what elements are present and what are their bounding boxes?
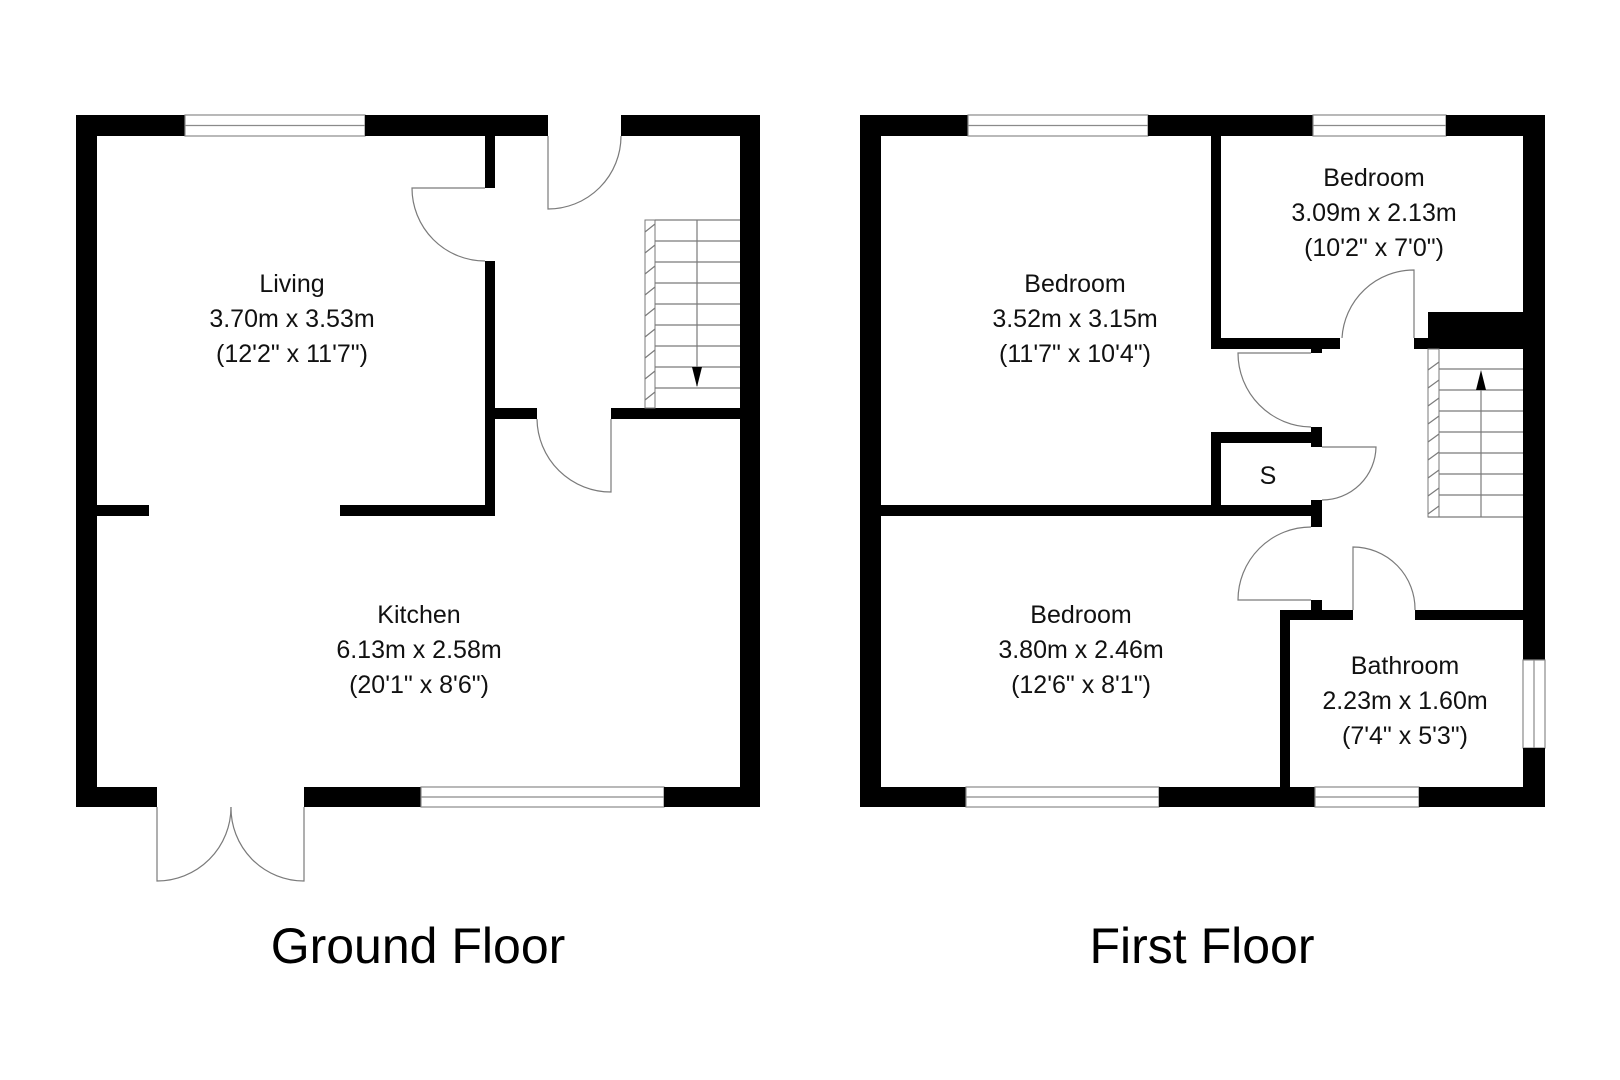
ff-bathroom-top-wall-left [1280,610,1353,620]
ff-wall-bottom-mid [1159,787,1315,807]
gf-kitchen-door[interactable] [536,418,612,493]
ff-bed2-bottom-wall [1211,338,1340,349]
ground-floor-plan: Living 3.70m x 3.53m (12'2" x 11'7") Kit… [76,114,760,974]
gf-partition-upper [485,136,495,188]
kitchen-label: Kitchen 6.13m x 2.58m (20'1" x 8'6") [336,601,501,699]
ff-wall-top-left [860,115,968,136]
gf-living-door[interactable] [411,187,486,262]
ff-wall-top-mid [1148,115,1313,136]
ff-bulkhead-stub [1414,338,1428,349]
gf-wall-bottom-mid [304,787,421,807]
room-imperial: (12'2" x 11'7") [216,340,368,368]
ff-bedroom-large-door[interactable] [1237,352,1312,428]
room-name: Bedroom [1030,601,1131,629]
gf-front-door[interactable] [547,135,622,210]
room-metric: 2.23m x 1.60m [1322,687,1487,715]
first-floor-title: First Floor [1090,918,1315,974]
ff-cupboard-door[interactable] [1321,446,1377,501]
ff-bathroom-top-wall-right [1415,610,1523,620]
ff-wall-top-right [1446,115,1545,136]
room-imperial: (12'6" x 8'1") [1011,671,1151,699]
bedroom-large-label: Bedroom 3.52m x 3.15m (11'7" x 10'4") [992,270,1157,368]
bedroom-rear-label: Bedroom 3.80m x 2.46m (12'6" x 8'1") [998,601,1163,699]
gf-wall-top-mid [365,115,548,136]
room-metric: 3.52m x 3.15m [992,305,1157,333]
ff-stub-1 [1311,338,1322,353]
room-name: Living [259,270,324,298]
room-metric: 3.70m x 3.53m [209,305,374,333]
ground-floor-title: Ground Floor [271,918,566,974]
ff-wall-left [860,115,881,807]
room-imperial: (10'2" x 7'0") [1304,234,1444,262]
gf-wall-bottom-right [664,787,760,807]
first-floor-plan: Bedroom 3.52m x 3.15m (11'7" x 10'4") Be… [860,114,1546,974]
gf-wall-bottom-left [76,787,157,807]
gf-hall-kitchen-wall-right [611,408,740,419]
storage-cupboard-label: S [1260,462,1277,490]
ff-bathroom-door[interactable] [1352,546,1416,611]
bedroom-small-label: Bedroom 3.09m x 2.13m (10'2" x 7'0") [1291,164,1456,262]
stairs-up-arrow-icon [1476,370,1486,390]
living-room-label: Living 3.70m x 3.53m (12'2" x 11'7") [209,270,374,368]
room-metric: 6.13m x 2.58m [336,636,501,664]
room-metric: 3.80m x 2.46m [998,636,1163,664]
room-imperial: (20'1" x 8'6") [349,671,489,699]
ff-cupboard-top-wall [1211,432,1322,443]
gf-wall-top-left [76,115,185,136]
ff-staircase [1427,348,1523,518]
room-name: Bedroom [1323,164,1424,192]
room-imperial: (7'4" x 5'3") [1342,722,1468,750]
room-name: Bathroom [1351,652,1459,680]
room-imperial: (11'7" x 10'4") [999,340,1151,368]
gf-wall-right [740,115,760,807]
ff-bedroom-rear-door[interactable] [1237,526,1312,601]
gf-wall-left [76,115,97,807]
ff-bulkhead [1428,312,1523,349]
stairs-down-arrow-icon [692,367,702,387]
ff-bathroom-left-wall [1280,610,1290,797]
room-name: Kitchen [377,601,460,629]
ff-partition-bed1-bed2 [1211,136,1221,349]
gf-french-door-right[interactable] [230,806,305,882]
gf-staircase [644,219,740,409]
bathroom-label: Bathroom 2.23m x 1.60m (7'4" x 5'3") [1322,652,1487,750]
ff-wall-right-upper [1523,115,1545,660]
ff-bedroom-small-door[interactable] [1341,269,1415,339]
gf-hall-kitchen-wall-left [495,408,537,419]
ff-cupboard-left-wall [1211,432,1221,516]
room-metric: 3.09m x 2.13m [1291,199,1456,227]
room-name: Bedroom [1024,270,1125,298]
gf-partition-lower [485,261,495,516]
gf-wall-top-right [621,115,760,136]
ff-wall-bottom-left [860,787,966,807]
ff-wall-bottom-right [1419,787,1545,807]
gf-french-door-left[interactable] [156,806,232,882]
gf-living-kitchen-wall-left [97,505,149,516]
ff-bed1-bed3-wall [881,505,1322,516]
gf-living-kitchen-wall-right [340,505,495,516]
